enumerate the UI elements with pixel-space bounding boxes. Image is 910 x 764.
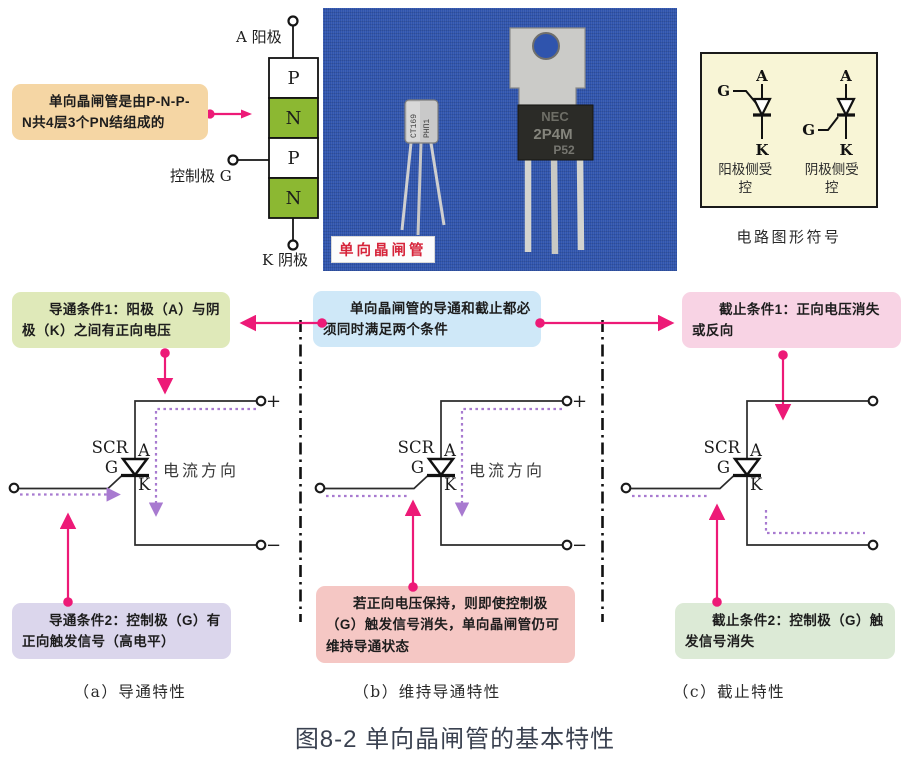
minus-sign: −: [266, 535, 281, 556]
scr-label: SCR: [398, 438, 435, 457]
symbol-anode-side: A G K: [717, 67, 772, 159]
circuit-c: SCR A G K: [620, 395, 879, 551]
scr-label: SCR: [92, 438, 129, 457]
pnpn-structure-diagram: P N P N: [205, 15, 319, 251]
scr-triangle: [120, 457, 150, 478]
pnpn-stack: [268, 57, 319, 219]
plus-sign: +: [572, 391, 587, 412]
caption-c: （c）截止特性: [672, 683, 786, 701]
current-direction-label: 电流方向: [469, 461, 545, 480]
anode-terminal: [287, 15, 299, 27]
turn-off-condition1-note: 截止条件1：正向电压消失或反向: [682, 292, 901, 348]
cathode-side-caption: 阴极侧受控: [804, 162, 859, 196]
composition-arrow: [205, 109, 252, 119]
circuit-a: SCR A G K + − 电流方向: [8, 391, 281, 556]
connector-dots: [63, 318, 788, 607]
current-direction-path: [148, 407, 256, 517]
scr-label: SCR: [704, 438, 741, 457]
thyristor-photo: CT169 PHП1 NEC 2P4M P52 单向晶闸管: [323, 8, 677, 271]
minus-sign: −: [572, 535, 587, 556]
caption-a: （a）导通特性: [73, 683, 187, 701]
cathode-label: K: [138, 475, 151, 494]
symbol-box-caption: 电路图形符号: [736, 228, 842, 246]
callout-connectors: [59, 314, 792, 602]
large-marking-2: 2P4M: [533, 126, 572, 143]
symbol-box: A G K A G K 阳极侧受控 阴极侧受控: [700, 52, 878, 208]
symbol2-gate-label: G: [802, 121, 815, 139]
layer-label-p1: P: [287, 68, 299, 89]
small-thyristor: CT169 PHП1: [400, 99, 446, 236]
large-marking-1: NEC: [541, 109, 569, 124]
scr-triangle: [732, 457, 762, 478]
scr-symbols: A G K A G K: [717, 67, 856, 159]
figure-caption: 图8-2 单向晶闸管的基本特性: [294, 726, 616, 753]
composition-callout: 单向晶闸管是由P-N-P-N共4层3个PN结组成的: [12, 84, 208, 140]
anode-label: A: [137, 441, 151, 460]
thyristor-photo-art: CT169 PHП1 NEC 2P4M P52: [400, 27, 594, 255]
gate-label: G: [411, 458, 424, 477]
gate-label: 控制极 G: [170, 167, 232, 185]
circuit-b: SCR A G K + − 电流方向: [314, 391, 587, 556]
gate-label: G: [717, 458, 730, 477]
gate-label: G: [105, 458, 118, 477]
large-thyristor: NEC 2P4M P52: [509, 27, 594, 255]
turn-on-condition1-note: 导通条件1：阳极（A）与阴极（K）之间有正向电压: [12, 292, 230, 348]
turn-off-condition2-note: 截止条件2：控制极（G）触发信号消失: [675, 603, 895, 659]
small-marking-2: PHП1: [423, 119, 432, 138]
caption-b: （b）维持导通特性: [353, 683, 501, 701]
symbol-cathode-side: A G K: [802, 67, 856, 159]
symbol2-anode-label: A: [839, 67, 852, 85]
anode-label: A: [749, 441, 763, 460]
anode-label: A: [443, 441, 457, 460]
layer-label-n1: N: [286, 108, 302, 129]
small-marking-1: CT169: [410, 114, 419, 138]
anode-label: A 阳极: [236, 28, 282, 46]
current-direction-label: 电流方向: [163, 461, 239, 480]
layer-label-p2: P: [287, 148, 299, 169]
symbol2-cathode-label: K: [839, 141, 853, 159]
lead-lines: [237, 25, 294, 241]
gate-terminal: [227, 154, 239, 166]
photo-label: 单向晶闸管: [331, 236, 435, 263]
symbol1-anode-label: A: [755, 67, 768, 85]
layer-label-n2: N: [286, 188, 302, 209]
cathode-label: K: [444, 475, 457, 494]
current-direction-path: [454, 407, 562, 517]
cathode-label: K: [750, 475, 763, 494]
plus-sign: +: [266, 391, 281, 412]
symbol1-gate-label: G: [717, 82, 730, 100]
residual-current-faded: [764, 510, 865, 535]
anode-side-caption: 阳极侧受控: [718, 162, 773, 196]
both-conditions-note: 单向晶闸管的导通和截止都必须同时满足两个条件: [313, 291, 541, 347]
symbol1-cathode-label: K: [755, 141, 769, 159]
turn-on-condition2-note: 导通条件2：控制极（G）有正向触发信号（高电平）: [12, 603, 231, 659]
hold-on-note: 若正向电压保持，则即使控制极（G）触发信号消失，单向晶闸管仍可维持导通状态: [316, 586, 575, 663]
cathode-label: K 阴极: [262, 251, 308, 269]
cathode-terminal: [287, 239, 299, 251]
scr-triangle: [426, 457, 456, 478]
large-marking-3: P52: [553, 143, 575, 157]
